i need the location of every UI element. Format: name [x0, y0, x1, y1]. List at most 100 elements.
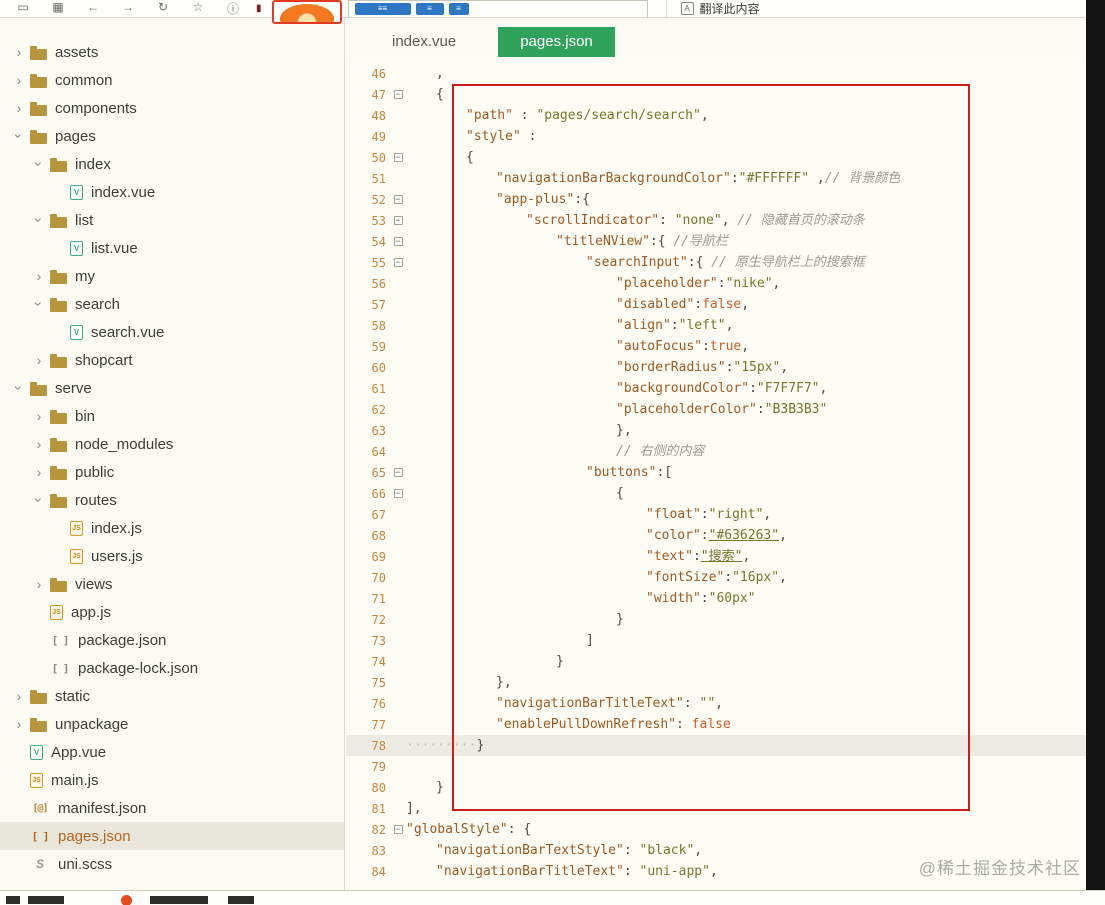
tree-item-package-lock.json[interactable]: ›[ ]package-lock.json	[0, 654, 344, 682]
blue-toolbar-button-1[interactable]: ≡≡	[354, 3, 411, 15]
code-line[interactable]: 69"text":"搜索",	[346, 546, 1086, 567]
chevron-right-icon[interactable]: ›	[16, 100, 22, 116]
info-icon[interactable]: ⓘ	[226, 2, 239, 16]
tree-item-bin[interactable]: ›bin	[0, 402, 344, 430]
fold-marker-icon[interactable]: −	[393, 215, 403, 225]
tree-item-unpackage[interactable]: ›unpackage	[0, 710, 344, 738]
fold-marker-icon[interactable]: −	[393, 89, 403, 99]
chevron-right-icon[interactable]: ›	[36, 352, 42, 368]
code-line[interactable]: 60"borderRadius":"15px",	[346, 357, 1086, 378]
code-line[interactable]: 49"style" :	[346, 126, 1086, 147]
code-line[interactable]: 50−{	[346, 147, 1086, 168]
star-icon[interactable]: ☆	[192, 0, 204, 14]
chevron-right-icon[interactable]: ›	[36, 576, 42, 592]
code-line[interactable]: 65−"buttons":[	[346, 462, 1086, 483]
chevron-right-icon[interactable]: ›	[16, 716, 22, 732]
code-line[interactable]: 51"navigationBarBackgroundColor":"#FFFFF…	[346, 168, 1086, 189]
code-line[interactable]: 48"path" : "pages/search/search",	[346, 105, 1086, 126]
bookmark-icon[interactable]: ▮	[256, 3, 262, 14]
chevron-down-icon[interactable]: ›	[11, 385, 27, 391]
code-line[interactable]: 66−{	[346, 483, 1086, 504]
tree-item-search[interactable]: ›search	[0, 290, 344, 318]
code-line[interactable]: 61"backgroundColor":"F7F7F7",	[346, 378, 1086, 399]
blue-toolbar-button-3[interactable]: ≡	[448, 3, 469, 15]
tree-item-manifest.json[interactable]: ›[@]manifest.json	[0, 794, 344, 822]
code-line[interactable]: 47−{	[346, 84, 1086, 105]
chevron-down-icon[interactable]: ›	[31, 497, 47, 503]
refresh-icon[interactable]: ↻	[157, 0, 169, 14]
code-line[interactable]: 59"autoFocus":true,	[346, 336, 1086, 357]
chevron-right-icon[interactable]: ›	[16, 72, 22, 88]
chevron-right-icon[interactable]: ›	[36, 268, 42, 284]
fold-marker-icon[interactable]: −	[393, 194, 403, 204]
chevron-right-icon[interactable]: ›	[16, 44, 22, 60]
fold-marker-icon[interactable]: −	[393, 152, 403, 162]
chevron-down-icon[interactable]: ›	[11, 133, 27, 139]
tree-item-index[interactable]: ›index	[0, 150, 344, 178]
code-line[interactable]: 63},	[346, 420, 1086, 441]
tree-item-common[interactable]: ›common	[0, 66, 344, 94]
code-line[interactable]: 56"placeholder":"nike",	[346, 273, 1086, 294]
code-line[interactable]: 53−"scrollIndicator": "none", // 隐藏首页的滚动…	[346, 210, 1086, 231]
chevron-down-icon[interactable]: ›	[31, 217, 47, 223]
tree-item-package.json[interactable]: ›[ ]package.json	[0, 626, 344, 654]
save-icon[interactable]: ▦	[52, 0, 64, 14]
chevron-right-icon[interactable]: ›	[36, 436, 42, 452]
code-line[interactable]: 73]	[346, 630, 1086, 651]
code-line[interactable]: 54−"titleNView":{ //导航栏	[346, 231, 1086, 252]
tree-item-assets[interactable]: ›assets	[0, 38, 344, 66]
code-line[interactable]: 72}	[346, 609, 1086, 630]
code-line[interactable]: 80}	[346, 777, 1086, 798]
back-icon[interactable]: ←	[87, 0, 99, 14]
code-line[interactable]: 62"placeholderColor":"B3B3B3"	[346, 399, 1086, 420]
fold-marker-icon[interactable]: −	[393, 236, 403, 246]
code-line[interactable]: 79	[346, 756, 1086, 777]
code-line[interactable]: 78·········}	[346, 735, 1086, 756]
tree-item-serve[interactable]: ›serve	[0, 374, 344, 402]
browser-logo-icon[interactable]	[279, 3, 334, 22]
fold-marker-icon[interactable]: −	[393, 824, 403, 834]
code-line[interactable]: 76"navigationBarTitleText": "",	[346, 693, 1086, 714]
code-line[interactable]: 70"fontSize":"16px",	[346, 567, 1086, 588]
code-line[interactable]: 82−"globalStyle": {	[346, 819, 1086, 840]
monitor-icon[interactable]: ▭	[17, 0, 29, 14]
code-line[interactable]: 67"float":"right",	[346, 504, 1086, 525]
chevron-right-icon[interactable]: ›	[16, 688, 22, 704]
code-line[interactable]: 84"navigationBarTitleText": "uni-app",	[346, 861, 1086, 882]
code-line[interactable]: 46,	[346, 63, 1086, 84]
code-line[interactable]: 64// 右侧的内容	[346, 441, 1086, 462]
tree-item-shopcart[interactable]: ›shopcart	[0, 346, 344, 374]
tree-item-list[interactable]: ›list	[0, 206, 344, 234]
code-line[interactable]: 57"disabled":false,	[346, 294, 1086, 315]
translate-button[interactable]: A 翻译此内容	[665, 0, 760, 17]
tree-item-static[interactable]: ›static	[0, 682, 344, 710]
tree-item-views[interactable]: ›views	[0, 570, 344, 598]
tree-item-components[interactable]: ›components	[0, 94, 344, 122]
tree-item-my[interactable]: ›my	[0, 262, 344, 290]
forward-icon[interactable]: →	[122, 0, 134, 14]
code-line[interactable]: 52−"app-plus":{	[346, 189, 1086, 210]
code-line[interactable]: 71"width":"60px"	[346, 588, 1086, 609]
chevron-down-icon[interactable]: ›	[31, 161, 47, 167]
code-line[interactable]: 83"navigationBarTextStyle": "black",	[346, 840, 1086, 861]
tab-index-vue[interactable]: index.vue	[370, 27, 478, 57]
tree-item-pages.json[interactable]: ›[ ]pages.json	[0, 822, 344, 850]
chevron-right-icon[interactable]: ›	[36, 408, 42, 424]
code-line[interactable]: 74}	[346, 651, 1086, 672]
code-line[interactable]: 58"align":"left",	[346, 315, 1086, 336]
fold-marker-icon[interactable]: −	[393, 467, 403, 477]
code-line[interactable]: 68"color":"#636263",	[346, 525, 1086, 546]
blue-toolbar-button-2[interactable]: ≡	[415, 3, 444, 15]
address-bar[interactable]: ≡≡ ≡ ≡	[347, 0, 648, 17]
code-line[interactable]: 75},	[346, 672, 1086, 693]
chevron-right-icon[interactable]: ›	[36, 464, 42, 480]
fold-marker-icon[interactable]: −	[393, 488, 403, 498]
